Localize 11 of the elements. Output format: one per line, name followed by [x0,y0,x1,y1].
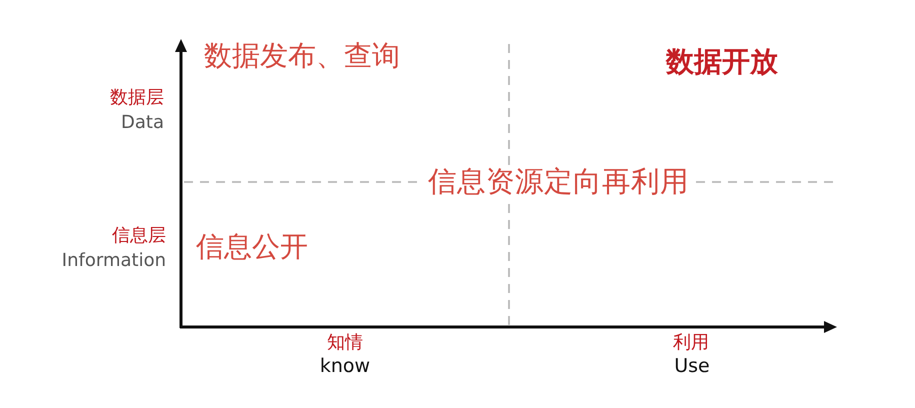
y-axis-label: 信息层 [112,226,166,247]
quadrant-label: 信息公开 [196,231,308,264]
x-axis-label: 知情 [327,333,363,354]
y-axis-label: 数据层 [110,88,164,109]
quadrant-label: 数据开放 [666,46,778,78]
x-axis-label: know [320,356,370,378]
y-axis-label: Information [62,251,166,272]
quadrant-label: 数据发布、查询 [204,40,400,72]
y-axis-label: Data [121,113,164,134]
x-axis-label: 利用 [673,333,709,354]
x-axis-label: Use [674,356,710,378]
